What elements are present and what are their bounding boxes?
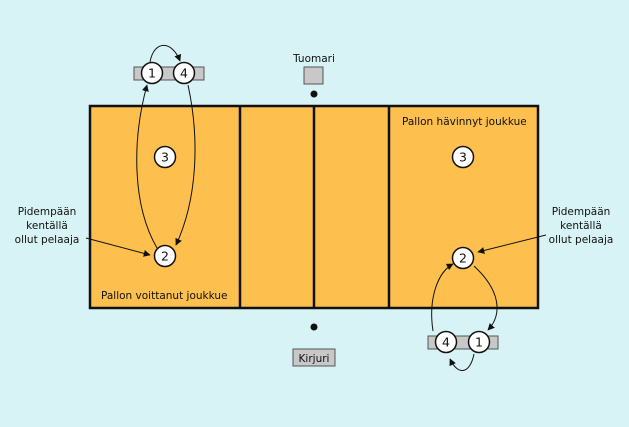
left-annotation-line3: ollut pelaaja bbox=[15, 234, 80, 246]
left-court-player-2-circle bbox=[153, 244, 177, 268]
right-bottom-swap-arrow bbox=[449, 353, 475, 371]
right-bottom-player-number-b: 1 bbox=[475, 335, 483, 350]
right-rotation-arrow-in bbox=[431, 263, 454, 332]
right-annotation-arrow bbox=[477, 234, 547, 254]
scorer-box bbox=[292, 348, 336, 367]
scorer-label: Kirjuri bbox=[299, 353, 330, 365]
right-bottom-player-circle-b bbox=[467, 330, 491, 354]
right-annotation-line2: kentällä bbox=[560, 220, 602, 232]
left-court-player-3-number: 3 bbox=[161, 150, 169, 165]
left-top-player-circle-a bbox=[140, 61, 164, 85]
left-rotation-arrow-out bbox=[136, 84, 158, 249]
left-top-player-number-b: 4 bbox=[180, 66, 188, 81]
left-top-player-circle-b bbox=[172, 61, 196, 85]
right-court-player-3-number: 3 bbox=[459, 150, 467, 165]
referee-box bbox=[303, 66, 324, 85]
right-annotation-line1: Pidempään bbox=[552, 206, 611, 218]
left-annotation-line1: Pidempään bbox=[18, 206, 77, 218]
losing-team-label: Pallon hävinnyt joukkue bbox=[402, 116, 527, 128]
net-post-bottom bbox=[310, 323, 318, 331]
right-court-player-2-circle bbox=[451, 246, 475, 270]
winning-team-label: Pallon voittanut joukkue bbox=[101, 290, 227, 302]
left-top-player-number-a: 1 bbox=[148, 66, 156, 81]
left-annotation-arrow bbox=[85, 237, 151, 257]
referee-label: Tuomari bbox=[292, 53, 335, 65]
right-bottom-player-number-a: 4 bbox=[442, 335, 450, 350]
right-court-player-3-circle bbox=[451, 145, 475, 169]
left-top-swap-arrow bbox=[149, 44, 182, 63]
right-rotation-arrow-out bbox=[473, 265, 498, 331]
left-court-player-2-number: 2 bbox=[161, 249, 169, 264]
net-post-top bbox=[310, 90, 318, 98]
left-rotation-arrow-in bbox=[175, 84, 196, 246]
left-court-player-3-circle bbox=[153, 145, 177, 169]
left-annotation-line2: kentällä bbox=[26, 220, 68, 232]
right-court-player-2-number: 2 bbox=[459, 251, 467, 266]
right-annotation-line3: ollut pelaaja bbox=[549, 234, 614, 246]
right-bottom-player-circle-a bbox=[434, 330, 458, 354]
